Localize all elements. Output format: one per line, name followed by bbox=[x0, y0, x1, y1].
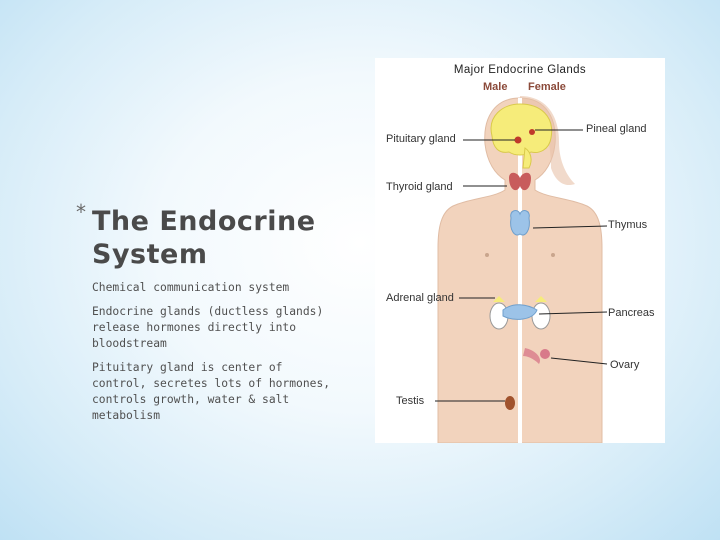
bullet-star: * bbox=[76, 200, 86, 224]
endocrine-diagram: Major Endocrine Glands Male Female Pitui… bbox=[375, 58, 665, 443]
pancreas bbox=[502, 304, 538, 320]
female-label: Female bbox=[528, 81, 566, 93]
label-testis: Testis bbox=[396, 395, 425, 407]
center-divider bbox=[518, 98, 522, 443]
uterus bbox=[523, 348, 541, 364]
ovary bbox=[540, 349, 550, 359]
pituitary-gland bbox=[514, 136, 522, 144]
hair bbox=[520, 96, 575, 186]
bullet-item: Endocrine glands (ductless glands) relea… bbox=[92, 305, 324, 350]
kidney-right bbox=[531, 302, 551, 330]
pineal-gland bbox=[529, 129, 535, 135]
thyroid-gland bbox=[509, 172, 531, 191]
diagram-title: Major Endocrine Glands bbox=[453, 64, 587, 76]
thymus bbox=[510, 210, 530, 236]
label-thymus: Thymus bbox=[608, 219, 648, 231]
body-illustration bbox=[435, 96, 608, 443]
bullet-list: Chemical communication system Endocrine … bbox=[92, 280, 332, 432]
label-ovary: Ovary bbox=[610, 359, 640, 371]
label-pituitary: Pituitary gland bbox=[386, 133, 456, 145]
label-adrenal: Adrenal gland bbox=[386, 292, 454, 304]
bullet-item: Pituitary gland is center of control, se… bbox=[92, 361, 331, 422]
slide-title: The Endocrine System bbox=[92, 206, 316, 270]
brain bbox=[490, 103, 553, 156]
label-thyroid: Thyroid gland bbox=[386, 181, 453, 193]
label-pancreas: Pancreas bbox=[608, 307, 655, 319]
adrenal-gland bbox=[493, 296, 547, 302]
nipple bbox=[485, 253, 489, 257]
leader-lines bbox=[435, 129, 608, 402]
label-pineal: Pineal gland bbox=[586, 123, 647, 135]
male-label: Male bbox=[483, 81, 508, 93]
bullet-item: Chemical communication system bbox=[92, 281, 290, 294]
testis bbox=[505, 396, 515, 410]
nipple bbox=[551, 253, 555, 257]
brainstem bbox=[522, 147, 532, 169]
